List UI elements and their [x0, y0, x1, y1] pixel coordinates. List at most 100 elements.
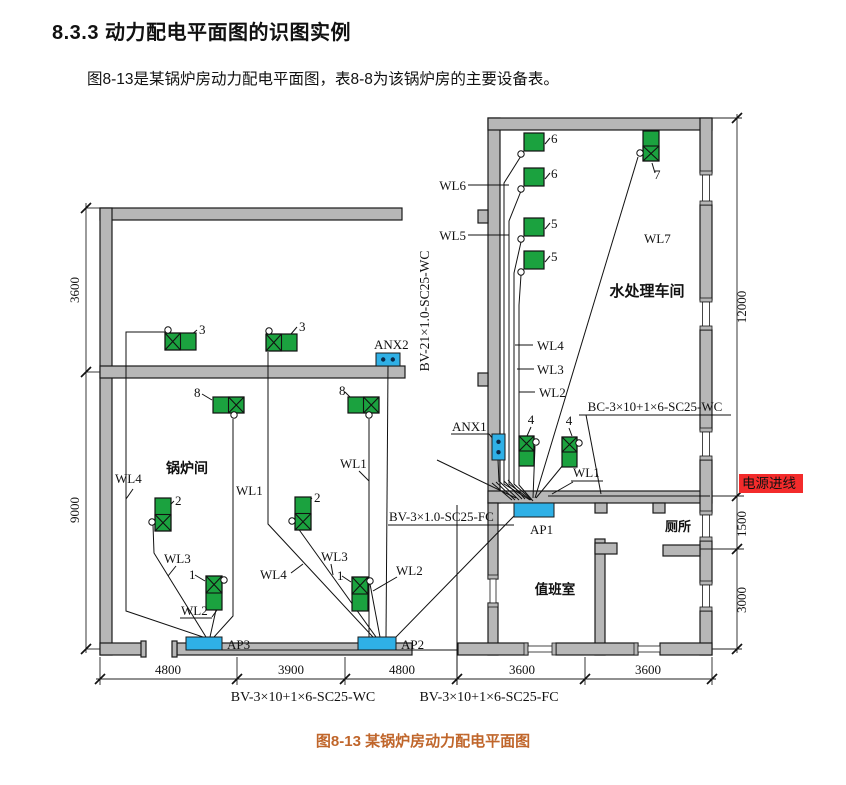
label-cable-wc-bottom: BV-3×10+1×6-SC25-WC — [231, 690, 376, 705]
wire-anx1-drop — [497, 459, 500, 483]
wire-anx2-drop — [385, 365, 389, 638]
label-wl4-right: WL4 — [260, 567, 287, 582]
box-anx1 — [491, 433, 506, 461]
section-heading: 8.3.3 动力配电平面图的识图实例 — [52, 22, 352, 44]
intro-paragraph: 图8-13是某锅炉房动力配电平面图，表8-8为该锅炉房的主要设备表。 — [87, 71, 559, 88]
label-wl3-left: WL3 — [164, 551, 191, 566]
label-room-duty: 值班室 — [535, 581, 576, 597]
leader-bc-label — [585, 414, 602, 495]
connection-dot — [517, 268, 525, 276]
dim-3900: 3900 — [278, 662, 304, 677]
windows — [487, 170, 713, 656]
connection-dot — [220, 576, 228, 584]
label-dev-7: 7 — [654, 167, 661, 182]
label-dev-5-1: 5 — [551, 216, 558, 231]
label-wl4-left: WL4 — [115, 471, 142, 486]
device-7 — [636, 130, 660, 162]
wire-wl7 — [534, 156, 639, 499]
dim-1500-right: 1500 — [734, 511, 749, 537]
connection-dot — [636, 149, 644, 157]
connection-dot — [265, 327, 273, 335]
label-ap1: AP1 — [530, 522, 553, 537]
dim-3600-left: 3600 — [67, 277, 82, 303]
label-dev-3-2: 3 — [299, 319, 306, 334]
label-wl1-right: WL1 — [340, 456, 367, 471]
dim-12000-right: 12000 — [734, 291, 749, 324]
wire-conduit — [508, 190, 532, 501]
pilaster — [477, 209, 489, 224]
wires — [125, 137, 710, 685]
wire-conduit — [518, 274, 534, 502]
label-cable-bc: BC-3×10+1×6-SC25-WC — [588, 399, 723, 414]
label-dev-4-1: 4 — [528, 412, 535, 427]
label-ap2: AP2 — [401, 637, 424, 652]
device-3-1 — [164, 326, 197, 351]
device-1-1 — [205, 575, 228, 611]
wire-conduit-wl5 — [513, 241, 533, 501]
label-dev-5-2: 5 — [551, 249, 558, 264]
label-wl1-wt: WL1 — [573, 465, 600, 480]
label-wl2-right: WL2 — [396, 563, 423, 578]
device-3-2 — [265, 327, 298, 352]
label-dev-6-2: 6 — [551, 166, 558, 181]
power-supply-highlight — [739, 474, 803, 493]
dim-9000-left: 9000 — [67, 497, 82, 523]
label-room-boiler: 锅炉间 — [166, 460, 208, 477]
connection-dot — [230, 411, 238, 419]
label-wl2-left: WL2 — [181, 603, 208, 618]
label-cable-bv21: BV-21×1.0-SC25-WC — [417, 251, 432, 372]
device-4-1 — [518, 435, 540, 467]
device-6-1 — [517, 132, 545, 158]
device-2-1 — [148, 497, 172, 532]
label-room-water-treatment: 水处理车间 — [609, 282, 684, 300]
label-dev-4-2: 4 — [566, 413, 573, 428]
device-4-2 — [561, 436, 583, 468]
floor-plan-diagram: WL6WL5WL7WL4WL3WL2WL1BC-3×10+1×6-SC25-WC… — [67, 112, 803, 705]
device-5-1 — [517, 217, 545, 243]
label-wl1-left: WL1 — [236, 483, 263, 498]
connection-dot — [517, 235, 525, 243]
label-room-toilet: 厕所 — [665, 519, 691, 534]
label-dev-6-1: 6 — [551, 131, 558, 146]
wire-wl4-right — [267, 352, 374, 638]
connection-dot — [366, 577, 374, 585]
leader-wl1-wt — [551, 481, 574, 495]
device-8-2 — [347, 396, 380, 419]
connection-dot — [365, 411, 373, 419]
box-anx2 — [375, 352, 401, 367]
device-8-1 — [212, 396, 245, 419]
label-wl4-stack: WL4 — [537, 338, 564, 353]
label-dev-1-1: 1 — [189, 567, 196, 582]
connection-dot — [575, 439, 583, 447]
wire-wl4-left — [125, 331, 204, 638]
panel-ap3 — [185, 636, 223, 651]
panel-ap1 — [513, 502, 555, 518]
device-5-2 — [517, 250, 545, 276]
dim-4800-b: 4800 — [389, 662, 415, 677]
wire-conduit-wl6 — [503, 155, 531, 501]
dim-4800-a: 4800 — [155, 662, 181, 677]
label-power-supply: 电源进线 — [742, 476, 796, 491]
connection-dot — [517, 185, 525, 193]
motor-devices — [148, 130, 660, 612]
connection-dot — [164, 326, 172, 334]
wire-wl2-right — [369, 583, 381, 638]
wire-wl3-right — [294, 523, 377, 638]
label-wl2-stack: WL2 — [539, 385, 566, 400]
dim-3000-right: 3000 — [734, 587, 749, 613]
connection-dot — [532, 438, 540, 446]
label-cable-fc-bottom: BV-3×10+1×6-SC25-FC — [419, 690, 558, 705]
figure-caption: 图8-13 某锅炉房动力配电平面图 — [315, 733, 531, 750]
dim-3600-b: 3600 — [635, 662, 661, 677]
label-dev-1-2: 1 — [337, 568, 344, 583]
panel-ap2 — [357, 636, 397, 651]
label-wl7: WL7 — [644, 231, 671, 246]
label-ap3: AP3 — [227, 637, 250, 652]
walls — [99, 117, 713, 658]
door-jamb — [171, 640, 178, 658]
label-wl3-stack: WL3 — [537, 362, 564, 377]
device-1-2 — [351, 576, 374, 612]
